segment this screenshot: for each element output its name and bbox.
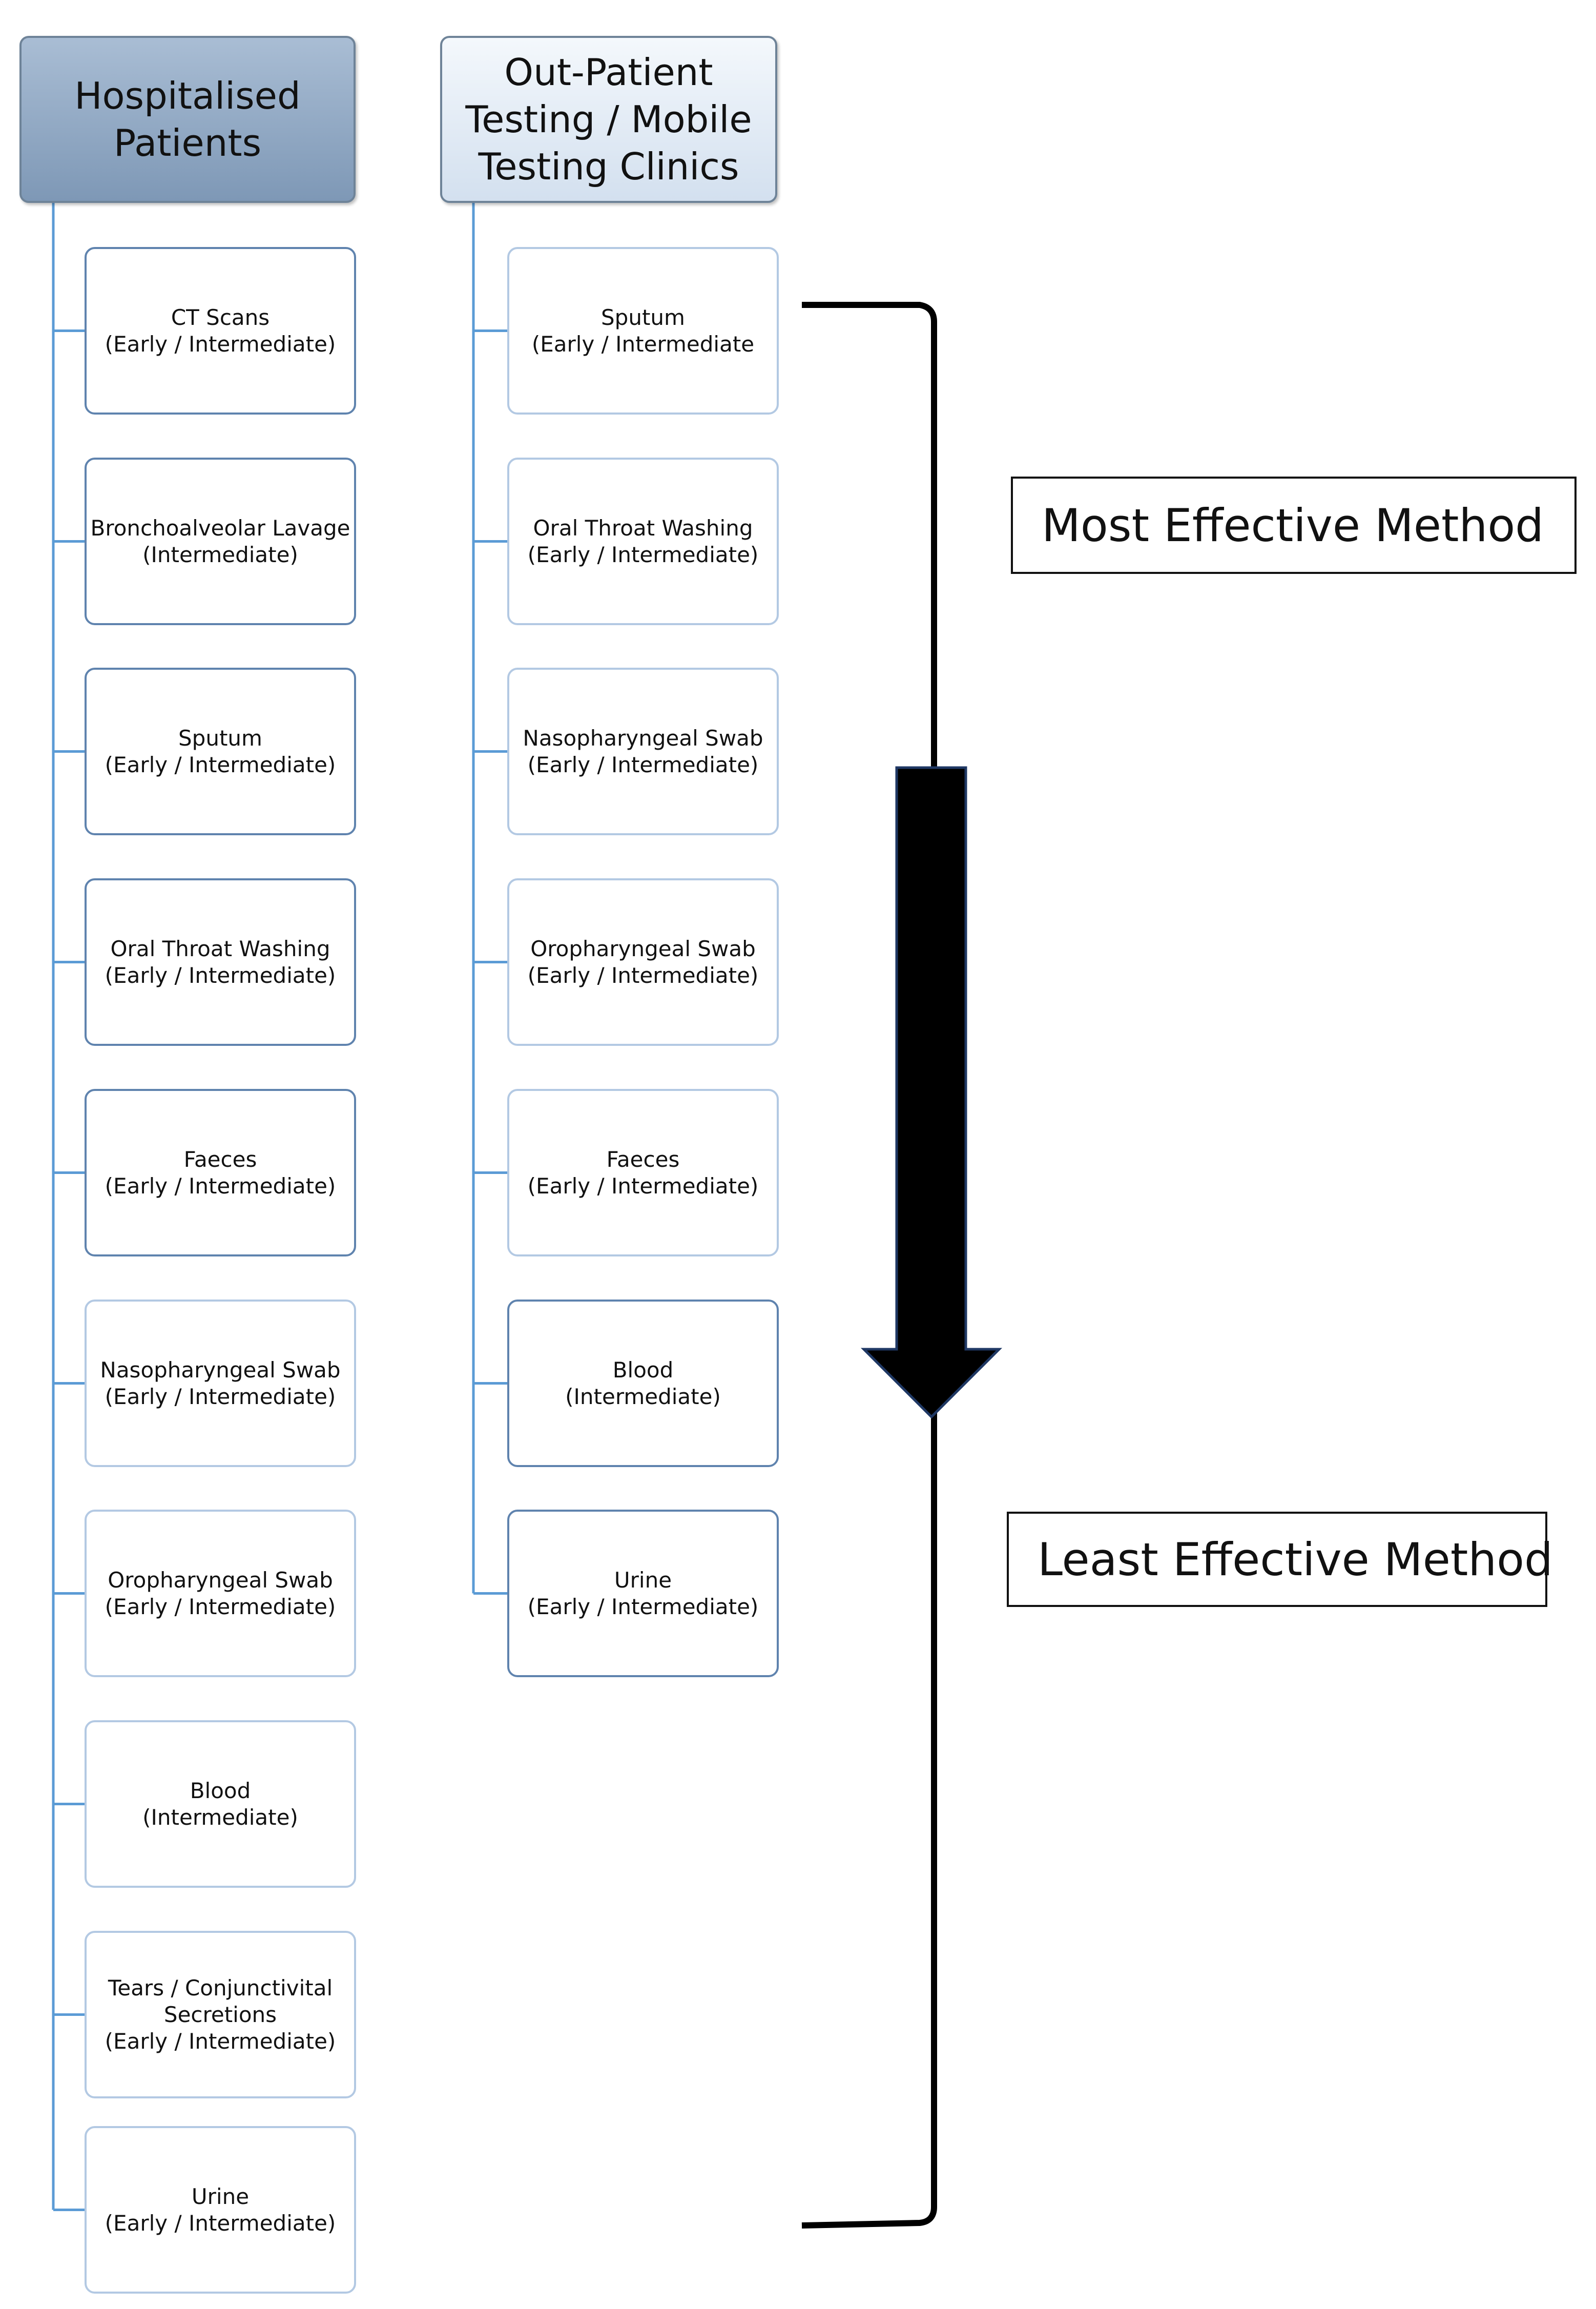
hospital-item-sputum: Sputum (Early / Intermediate) [85,668,356,835]
hospital-item-nasopharyngeal-swab: Nasopharyngeal Swab (Early / Intermediat… [85,1300,356,1467]
hospital-item-ct-scans: CT Scans (Early / Intermediate) [85,247,356,415]
outpatient-item-sputum: Sputum (Early / Intermediate [507,247,779,415]
hospital-item-faeces: Faeces (Early / Intermediate) [85,1089,356,1256]
hospital-item-bronchoalveolar-lavage: Bronchoalveolar Lavage (Intermediate) [85,458,356,625]
hospital-item-oral-throat-washing: Oral Throat Washing (Early / Intermediat… [85,878,356,1046]
outpatient-item-urine: Urine (Early / Intermediate) [507,1510,779,1677]
outpatient-item-faeces: Faeces (Early / Intermediate) [507,1089,779,1256]
hospital-item-blood: Blood (Intermediate) [85,1720,356,1888]
least-effective-label: Least Effective Method [1007,1512,1553,1607]
down-arrow-icon [860,766,1003,1419]
most-effective-label: Most Effective Method [1011,477,1577,574]
hospital-item-oropharyngeal-swab: Oropharyngeal Swab (Early / Intermediate… [85,1510,356,1677]
hospital-item-urine: Urine (Early / Intermediate) [85,2126,356,2294]
header-out-patient-testing: Out-Patient Testing / Mobile Testing Cli… [440,36,777,203]
outpatient-item-oropharyngeal-swab: Oropharyngeal Swab (Early / Intermediate… [507,878,779,1046]
outpatient-item-nasopharyngeal-swab: Nasopharyngeal Swab (Early / Intermediat… [507,668,779,835]
outpatient-item-blood: Blood (Intermediate) [507,1300,779,1467]
hospital-item-tears-conjunctival: Tears / Conjunctivital Secretions (Early… [85,1931,356,2098]
outpatient-item-oral-throat-washing: Oral Throat Washing (Early / Intermediat… [507,458,779,625]
header-hospitalised-patients: Hospitalised Patients [19,36,356,203]
